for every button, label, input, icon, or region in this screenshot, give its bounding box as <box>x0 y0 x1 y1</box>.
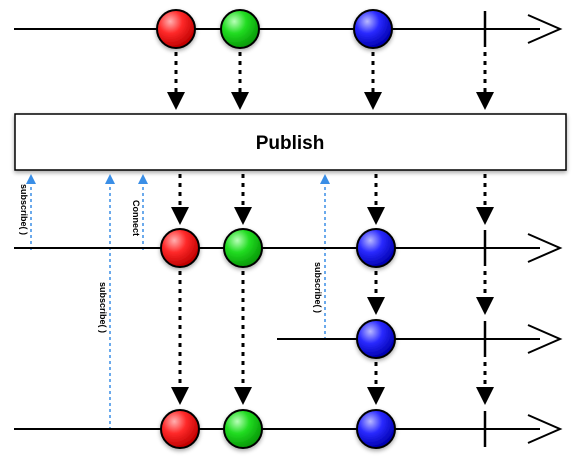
subscription-arrows <box>30 180 326 430</box>
arrowhead <box>26 174 36 184</box>
arrowhead <box>171 387 189 405</box>
arrowhead <box>367 297 385 315</box>
source-to-operator-arrowheads <box>167 92 494 110</box>
subscription-arrowheads <box>26 174 330 184</box>
output-1-marble-red <box>160 228 200 268</box>
arrowhead <box>171 207 189 225</box>
annotation-connect: Connect <box>131 200 141 236</box>
arrowhead <box>476 297 494 315</box>
source-marble-blue <box>353 9 393 49</box>
output-3-marble-blue <box>356 409 396 449</box>
arrowhead <box>138 174 148 184</box>
output-1-arrowhead <box>527 233 563 263</box>
arrowhead <box>367 207 385 225</box>
arrowhead <box>167 92 185 110</box>
arrowhead <box>476 92 494 110</box>
to-output-3-arrows <box>178 271 487 390</box>
arrowhead <box>476 387 494 405</box>
arrowhead <box>234 387 252 405</box>
source-marble-red <box>156 9 196 49</box>
output-2-marble-blue <box>356 319 396 359</box>
publish-operator-box: Publish <box>14 113 567 171</box>
arrowhead <box>367 387 385 405</box>
output-timeline-2 <box>277 319 563 359</box>
output-timeline-1 <box>14 228 563 268</box>
annotation-subscribe-2: subscribe( ) <box>98 282 108 333</box>
arrowhead <box>231 92 249 110</box>
source-timeline-arrowhead <box>527 14 563 44</box>
arrowhead <box>364 92 382 110</box>
operator-label: Publish <box>256 133 325 154</box>
arrowhead <box>105 174 115 184</box>
source-timeline <box>14 9 563 49</box>
arrowhead <box>320 174 330 184</box>
output-timeline-3 <box>14 409 563 449</box>
output-1-to-2-arrows <box>374 271 487 300</box>
output-2-arrowhead <box>527 324 563 354</box>
output-1-marble-green <box>223 228 263 268</box>
output-3-marble-red <box>160 409 200 449</box>
output-3-marble-green <box>223 409 263 449</box>
output-1-marble-blue <box>356 228 396 268</box>
operator-to-output-arrows <box>178 174 487 210</box>
annotation-subscribe-3: subscribe( ) <box>313 262 323 313</box>
to-output-3-arrowheads <box>171 387 494 405</box>
output-3-arrowhead <box>527 414 563 444</box>
output-1-to-2-arrowheads <box>367 297 494 315</box>
operator-to-output-arrowheads <box>171 207 494 225</box>
source-to-operator-arrows <box>174 52 487 95</box>
source-marble-green <box>220 9 260 49</box>
annotation-subscribe-1: subscribe( ) <box>19 184 29 235</box>
operator-box <box>14 113 567 171</box>
arrowhead <box>234 207 252 225</box>
arrowhead <box>476 207 494 225</box>
